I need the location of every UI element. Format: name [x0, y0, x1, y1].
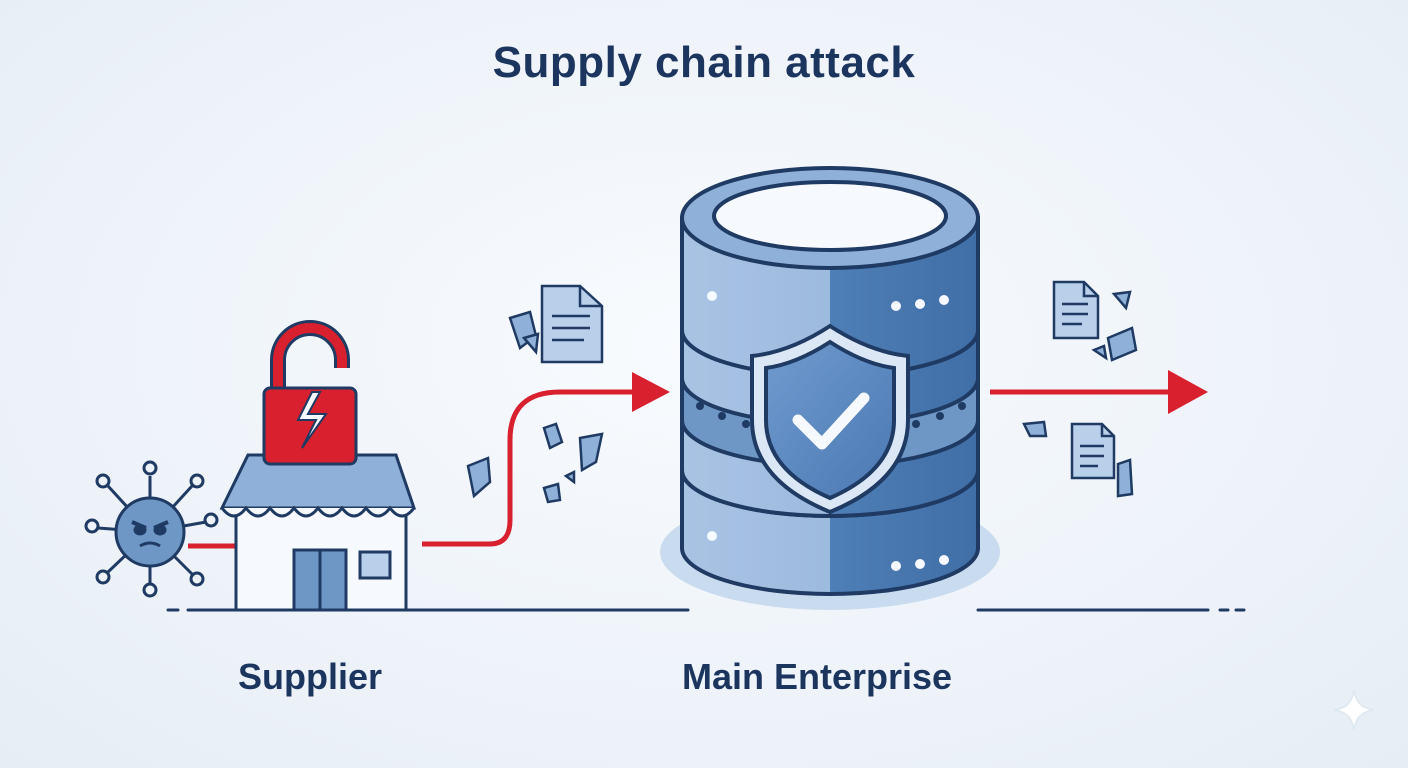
database-top-lid	[712, 180, 948, 252]
shard-icon	[578, 432, 604, 473]
shop-window	[358, 550, 392, 580]
document-icon	[1070, 422, 1116, 480]
shield-check-icon	[750, 323, 910, 515]
sparkle-icon	[1333, 689, 1375, 731]
shard-icon	[1106, 326, 1138, 362]
broken-unlocked-padlock-icon	[262, 320, 358, 466]
virus-icon	[84, 460, 219, 598]
shard-icon	[466, 456, 492, 499]
supplier-label: Supplier	[238, 656, 383, 697]
shard-icon	[542, 422, 564, 450]
enterprise-label: Main Enterprise	[682, 656, 953, 697]
shard-icon	[542, 482, 562, 504]
shard-icon	[1091, 344, 1108, 361]
attack-arrow-out	[990, 370, 1208, 414]
fragments-left	[466, 284, 604, 504]
shard-icon	[1022, 420, 1048, 438]
shard-icon	[563, 469, 576, 485]
fragments-right	[1022, 280, 1138, 498]
diagram-title: Supply chain attack	[492, 38, 916, 87]
document-icon	[1052, 280, 1100, 340]
virus-body	[114, 496, 186, 568]
attack-arrow-to-enterprise	[422, 372, 670, 547]
document-icon	[540, 284, 604, 364]
shard-icon	[521, 332, 540, 355]
shard-icon	[1111, 290, 1132, 311]
shard-icon	[1116, 458, 1134, 498]
shop-icon	[219, 453, 417, 612]
